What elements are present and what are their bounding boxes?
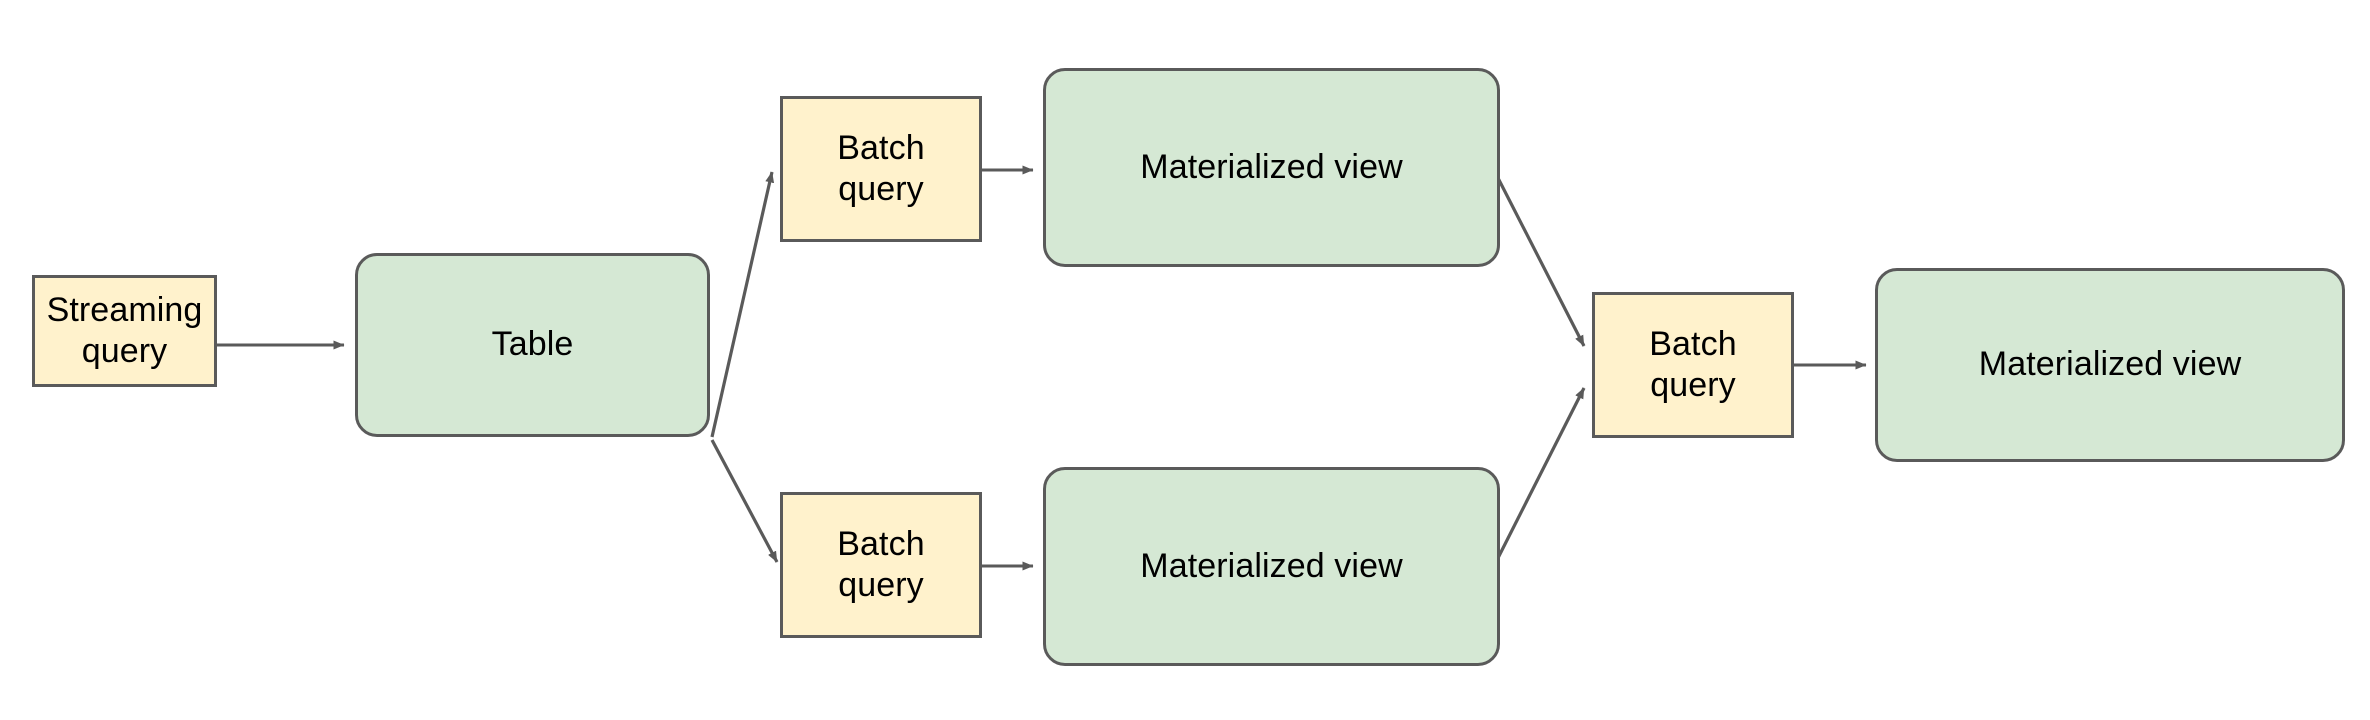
node-streaming-query-label: Streaming query (46, 290, 203, 370)
node-materialized-view-bottom[interactable]: Materialized view (1043, 467, 1500, 666)
node-batch-query-top-label: Batch query (837, 128, 925, 208)
node-table[interactable]: Table (355, 253, 710, 437)
node-materialized-view-top-label: Materialized view (1140, 147, 1403, 186)
node-streaming-query[interactable]: Streaming query (32, 275, 217, 387)
node-batch-query-top[interactable]: Batch query (780, 96, 982, 242)
edge-table-to-batch-top (710, 171, 775, 438)
node-batch-query-right-label: Batch query (1649, 324, 1737, 404)
node-materialized-view-bottom-label: Materialized view (1140, 546, 1403, 585)
edge-mv-bottom-to-batch-right (1496, 387, 1586, 559)
node-materialized-view-right[interactable]: Materialized view (1875, 268, 2345, 462)
node-materialized-view-top[interactable]: Materialized view (1043, 68, 1500, 267)
node-materialized-view-right-label: Materialized view (1978, 345, 2242, 384)
node-table-label: Table (491, 325, 574, 364)
node-batch-query-bottom-label: Batch query (837, 524, 925, 604)
edge-table-to-batch-bottom (710, 439, 779, 563)
node-batch-query-right[interactable]: Batch query (1592, 292, 1794, 438)
node-batch-query-bottom[interactable]: Batch query (780, 492, 982, 638)
edge-mv-top-to-batch-right (1496, 177, 1586, 347)
